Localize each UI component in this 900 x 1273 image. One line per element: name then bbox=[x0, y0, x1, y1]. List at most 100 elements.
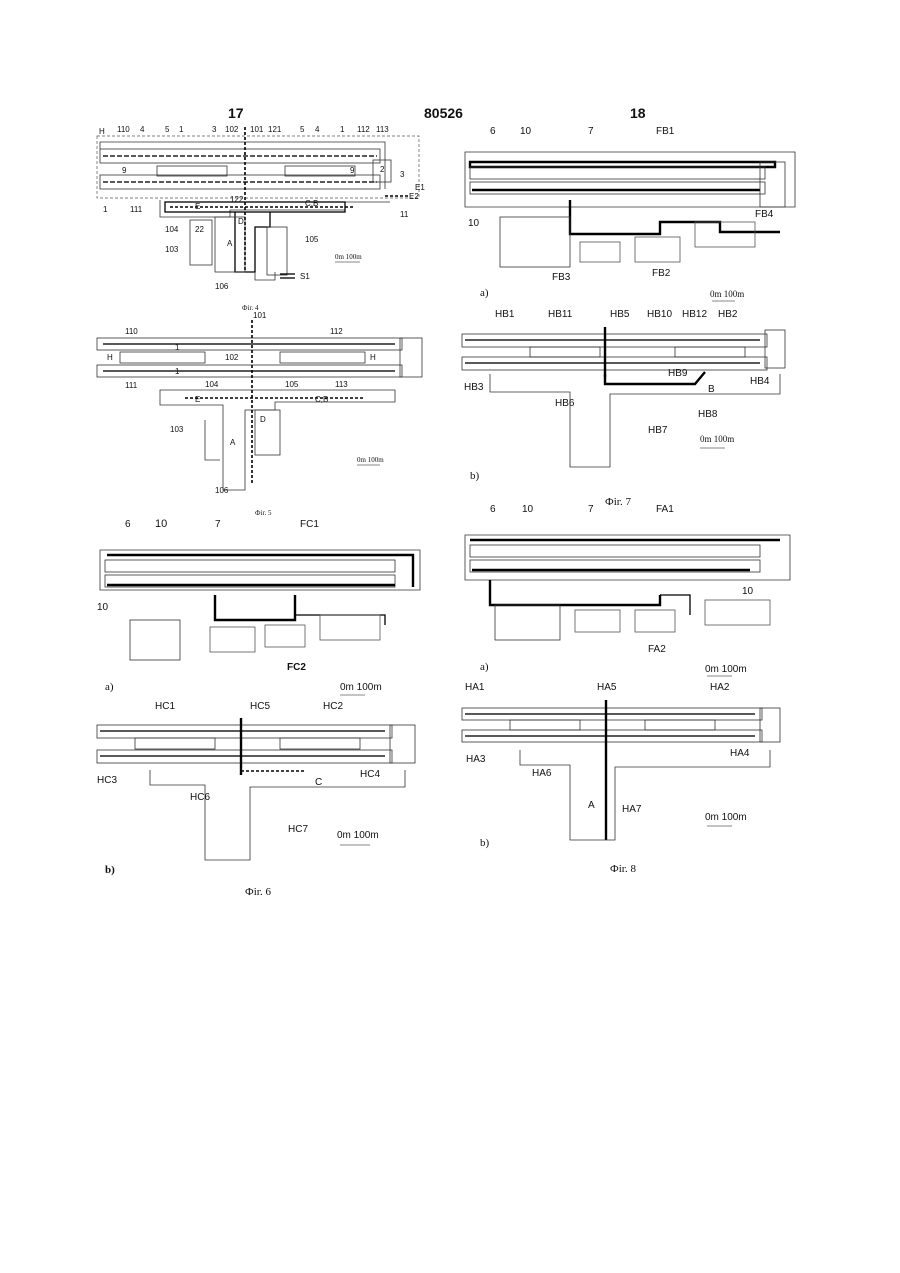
figure-4: H 110 4 5 1 3 102 101 121 5 4 1 112 113 … bbox=[95, 122, 440, 317]
fig4-label-102: 102 bbox=[225, 125, 239, 134]
fig7a-label-10: 10 bbox=[520, 126, 532, 137]
fig6b-label-HC2: HC2 bbox=[323, 701, 343, 712]
fig5-label-106: 106 bbox=[215, 486, 229, 495]
fig8b-label-HA7: HA7 bbox=[622, 804, 642, 815]
fig6b-label-HC4: HC4 bbox=[360, 769, 380, 780]
fig7a-label-6: 6 bbox=[490, 126, 496, 137]
fig7b-label-HB4: HB4 bbox=[750, 376, 770, 387]
fig6a-label-10: 10 bbox=[155, 518, 167, 530]
fig7a-label-FB2: FB2 bbox=[652, 268, 671, 279]
fig7a-label-FB1: FB1 bbox=[656, 126, 675, 137]
fig7a-label-7: 7 bbox=[588, 126, 594, 137]
fig5-label-104: 104 bbox=[205, 380, 219, 389]
fig4-label-9a: 9 bbox=[122, 166, 127, 175]
fig7b-label-HB6: HB6 bbox=[555, 398, 575, 409]
fig7a-label-FB4: FB4 bbox=[755, 209, 774, 220]
fig8b-label-HA3: HA3 bbox=[466, 754, 486, 765]
fig6b-sublabel: b) bbox=[105, 864, 115, 876]
fig6b-label-HC3: HC3 bbox=[97, 775, 117, 786]
fig6a-label-6: 6 bbox=[125, 519, 131, 530]
fig5-label-D: D bbox=[260, 415, 266, 424]
fig4-label-E1: E1 bbox=[415, 183, 425, 192]
fig6a-scale: 0m 100m bbox=[340, 682, 382, 693]
fig5-label-1b: 1 bbox=[175, 367, 180, 376]
figure-7: 6 10 7 FB1 10 FB4 FB3 FB2 a) 0m 100m HB1… bbox=[460, 122, 800, 507]
fig4-label-113: 113 bbox=[376, 125, 389, 134]
fig8b-scale: 0m 100m bbox=[705, 812, 747, 823]
fig4-label-4a: 4 bbox=[140, 125, 145, 134]
fig8a-label-FA2: FA2 bbox=[648, 644, 666, 655]
fig8a-scale: 0m 100m bbox=[705, 664, 747, 675]
fig5-label-1a: 1 bbox=[175, 343, 180, 352]
fig7b-label-HB8: HB8 bbox=[698, 409, 718, 420]
page-number-right: 18 bbox=[630, 105, 646, 121]
fig8b-label-HA6: HA6 bbox=[532, 768, 552, 779]
figure-5: 110 101 112 H H 1 1 102 111 104 105 113 … bbox=[95, 310, 440, 520]
fig4-label-11: 11 bbox=[400, 210, 409, 219]
fig5-label-105: 105 bbox=[285, 380, 299, 389]
fig4-label-CB: C,B bbox=[305, 199, 318, 208]
fig5-label-103: 103 bbox=[170, 425, 184, 434]
fig5-label-A: A bbox=[230, 438, 236, 447]
fig7b-label-HB7: HB7 bbox=[648, 425, 668, 436]
fig8a-label-FA1: FA1 bbox=[656, 504, 674, 515]
fig4-label-121: 121 bbox=[268, 125, 282, 134]
fig8a-label-7: 7 bbox=[588, 504, 594, 515]
fig8b-label-A: A bbox=[588, 800, 595, 811]
fig8b-label-HA1: HA1 bbox=[465, 682, 485, 693]
fig4-label-3a: 3 bbox=[212, 125, 217, 134]
fig4-label-106: 106 bbox=[215, 282, 229, 291]
fig4-label-4b: 4 bbox=[315, 125, 320, 134]
page-number-left: 17 bbox=[228, 105, 244, 121]
fig5-label-112: 112 bbox=[330, 327, 343, 336]
fig5-label-H1: H bbox=[107, 353, 113, 362]
fig7b-label-HB9: HB9 bbox=[668, 368, 688, 379]
fig4-label-D: D bbox=[238, 217, 244, 226]
fig7b-label-HB11: HB11 bbox=[548, 309, 573, 320]
fig4-label-104: 104 bbox=[165, 225, 179, 234]
figure-4-drawing: H 110 4 5 1 3 102 101 121 5 4 1 112 113 … bbox=[95, 122, 440, 317]
fig7a-scale: 0m 100m bbox=[710, 289, 744, 299]
fig4-label-S1: S1 bbox=[300, 272, 310, 281]
fig5-label-CB: C,B bbox=[315, 395, 328, 404]
fig4-label-9b: 9 bbox=[350, 166, 355, 175]
fig7b-label-HB10: HB10 bbox=[647, 309, 672, 320]
fig4-label-105: 105 bbox=[305, 235, 319, 244]
fig4-label-112: 112 bbox=[357, 125, 370, 134]
fig8-caption: Фіг. 8 bbox=[610, 863, 637, 875]
fig5-label-H2: H bbox=[370, 353, 376, 362]
fig4-label-1a: 1 bbox=[179, 125, 184, 134]
fig4-label-22: 22 bbox=[195, 225, 204, 234]
fig6a-sublabel: a) bbox=[105, 681, 114, 693]
fig5-label-101: 101 bbox=[253, 311, 267, 320]
fig7b-label-HB1: HB1 bbox=[495, 309, 515, 320]
fig5-label-110: 110 bbox=[125, 327, 138, 336]
fig7a-label-10b: 10 bbox=[468, 218, 480, 229]
fig6b-label-HC1: HC1 bbox=[155, 701, 175, 712]
figure-6: 6 10 7 FC1 10 FC2 a) 0m 100m HC1 HC5 HC2… bbox=[95, 515, 440, 900]
fig8a-sublabel: a) bbox=[480, 661, 489, 673]
fig8a-label-6: 6 bbox=[490, 504, 496, 515]
fig8b-label-HA2: HA2 bbox=[710, 682, 730, 693]
fig4-label-1c: 1 bbox=[103, 205, 108, 214]
fig6a-label-7: 7 bbox=[215, 519, 221, 530]
figure-7-drawing: 6 10 7 FB1 10 FB4 FB3 FB2 a) 0m 100m HB1… bbox=[460, 122, 800, 507]
fig4-label-E2: E2 bbox=[409, 192, 419, 201]
fig5-label-113: 113 bbox=[335, 380, 348, 389]
fig4-label-E: E bbox=[195, 202, 200, 211]
fig4-scale: 0m 100m bbox=[335, 253, 362, 261]
fig4-label-5b: 5 bbox=[300, 125, 305, 134]
fig5-label-E: E bbox=[195, 395, 200, 404]
figure-8-drawing: 6 10 7 FA1 10 FA2 a) 0m 100m HA1 HA5 HA2… bbox=[460, 500, 800, 885]
fig4-label-103: 103 bbox=[165, 245, 179, 254]
fig6a-label-FC2: FC2 bbox=[287, 662, 306, 673]
fig4-label-122: 122 bbox=[230, 195, 244, 204]
fig6b-label-HC7: HC7 bbox=[288, 824, 308, 835]
fig4-label-111: 111 bbox=[130, 205, 143, 214]
fig5-scale: 0m 100m bbox=[357, 456, 384, 464]
fig4-label-H: H bbox=[99, 127, 105, 136]
fig7b-label-HB2: HB2 bbox=[718, 309, 738, 320]
fig4-label-3b: 3 bbox=[400, 170, 405, 179]
figure-6-drawing: 6 10 7 FC1 10 FC2 a) 0m 100m HC1 HC5 HC2… bbox=[95, 515, 440, 900]
fig6a-label-10b: 10 bbox=[97, 602, 109, 613]
